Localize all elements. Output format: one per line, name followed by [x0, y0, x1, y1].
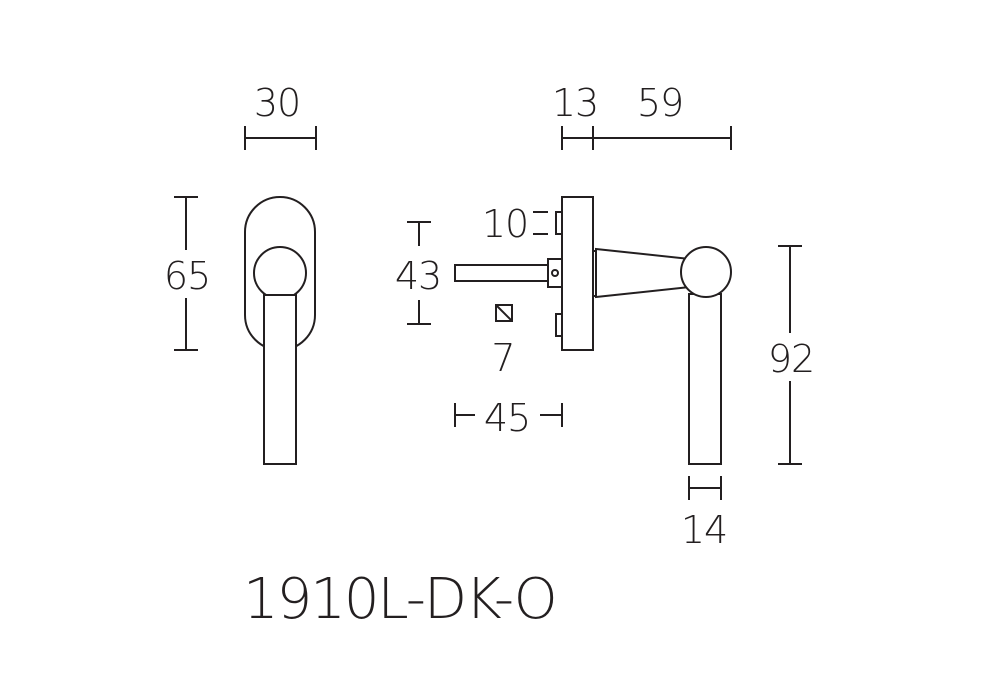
- label-spindle-square: 7: [491, 336, 514, 380]
- label-spindle-length: 45: [484, 396, 530, 440]
- side-grip: [688, 293, 722, 465]
- label-lever-length: 92: [768, 337, 814, 381]
- side-view: [454, 196, 732, 465]
- dim-lever-length: 92: [768, 245, 815, 465]
- label-screw-size: 10: [482, 202, 528, 246]
- set-screw: [551, 269, 559, 277]
- front-knob: [253, 246, 307, 300]
- dim-rose-width: 30: [244, 81, 317, 150]
- spindle-square-symbol: [495, 304, 513, 322]
- dim-top-side: 13 59: [552, 81, 732, 150]
- side-rose: [561, 196, 594, 351]
- front-grip: [263, 294, 297, 465]
- label-rose-width: 30: [254, 81, 300, 125]
- lever-neck: [595, 247, 691, 299]
- label-rose-height: 65: [164, 254, 210, 298]
- dim-rose-height: 65: [164, 196, 211, 351]
- label-lever-projection: 59: [637, 81, 683, 125]
- spindle: [454, 264, 551, 282]
- label-rose-thickness: 13: [552, 81, 598, 125]
- dim-grip-width: 14: [681, 476, 728, 552]
- dim-spindle-length: 45: [454, 396, 563, 440]
- dim-screw-size: 10: [482, 202, 548, 246]
- dim-screw-spacing: 43: [395, 221, 442, 325]
- dim-spindle-square: 7: [491, 304, 516, 380]
- front-view: [244, 196, 316, 465]
- label-grip-width: 14: [681, 508, 727, 552]
- side-ball: [680, 246, 732, 298]
- label-screw-spacing: 43: [395, 254, 441, 298]
- product-code: 1910L-DK-O: [243, 567, 556, 632]
